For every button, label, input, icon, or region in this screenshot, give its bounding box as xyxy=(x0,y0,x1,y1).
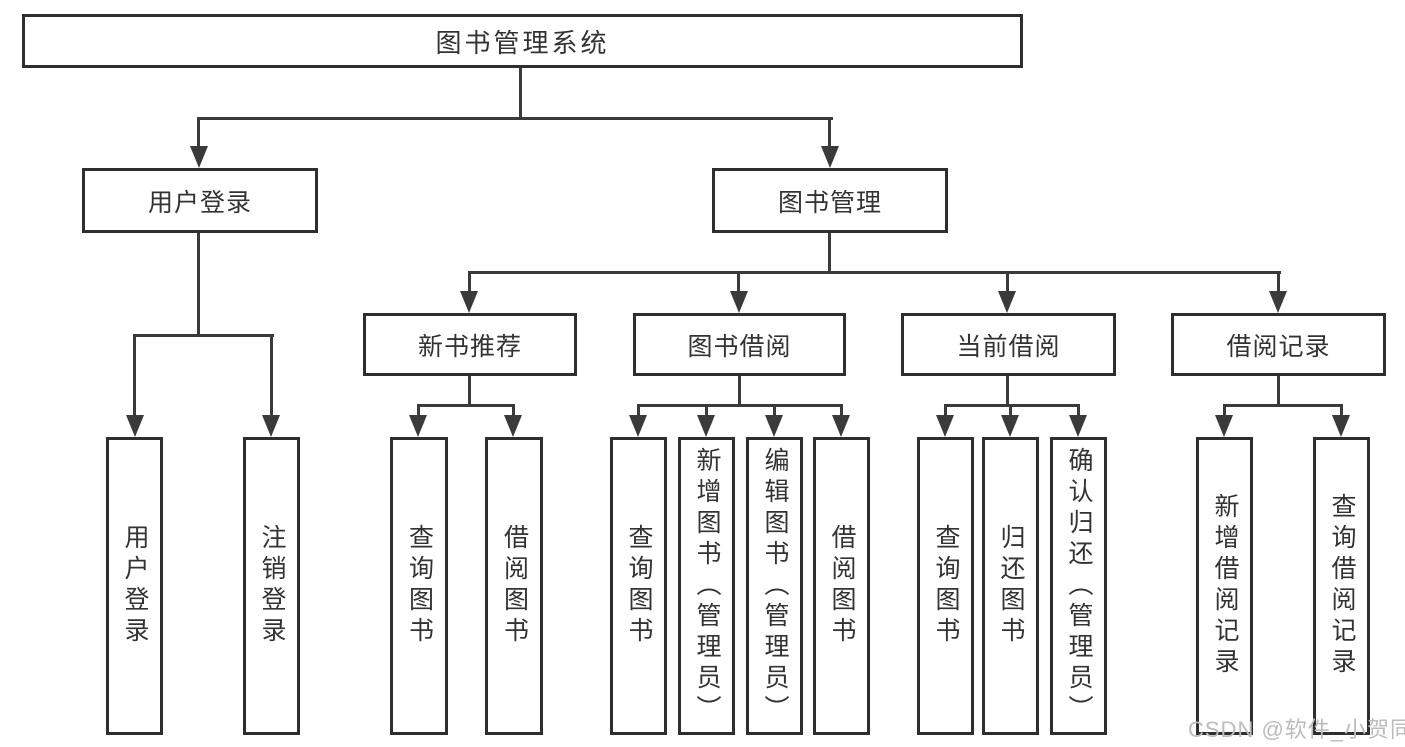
leaf-confirm-return-admin: 确认归还（管理员） xyxy=(1050,437,1107,735)
connector-line xyxy=(705,404,708,417)
leaf-logout: 注销登录 xyxy=(243,437,300,735)
arrow-down-icon xyxy=(697,415,715,437)
connector-line xyxy=(197,117,833,120)
connector-line xyxy=(1006,376,1009,407)
connector-line xyxy=(197,233,200,337)
leaf-add-borrow-record: 新增借阅记录 xyxy=(1196,437,1253,735)
csdn-watermark: CSDN @软件_小贺同学 xyxy=(1188,717,1405,742)
connector-line xyxy=(828,117,831,148)
arrow-down-icon xyxy=(126,415,144,437)
arrow-down-icon xyxy=(730,291,748,313)
arrow-down-icon xyxy=(629,415,647,437)
connector-line xyxy=(828,233,831,274)
node-user-login-branch: 用户登录 xyxy=(82,168,318,233)
arrow-down-icon xyxy=(936,415,954,437)
leaf-add-books-admin: 新增图书（管理员） xyxy=(678,437,735,735)
connector-line xyxy=(944,404,1080,407)
connector-line xyxy=(468,271,1281,274)
arrow-down-icon xyxy=(832,415,850,437)
node-book-management-branch: 图书管理 xyxy=(712,168,948,233)
connector-line xyxy=(468,376,471,407)
arrow-down-icon xyxy=(504,415,522,437)
node-borrow-records: 借阅记录 xyxy=(1171,313,1386,376)
connector-line xyxy=(197,117,200,148)
leaf-borrow-query-books: 查询图书 xyxy=(610,437,667,735)
connector-line xyxy=(270,334,273,417)
leaf-edit-books-admin: 编辑图书（管理员） xyxy=(746,437,803,735)
connector-line xyxy=(468,271,471,293)
leaf-return-books: 归还图书 xyxy=(982,437,1039,735)
leaf-user-login: 用户登录 xyxy=(106,437,163,735)
connector-line xyxy=(737,271,740,293)
connector-line xyxy=(417,404,515,407)
connector-line xyxy=(512,404,515,417)
connector-line xyxy=(519,68,522,120)
arrow-down-icon xyxy=(460,291,478,313)
node-new-book-recommend: 新书推荐 xyxy=(363,313,577,376)
arrow-down-icon xyxy=(1069,415,1087,437)
connector-line xyxy=(133,334,274,337)
connector-line xyxy=(1277,271,1280,293)
connector-line xyxy=(840,404,843,417)
arrow-down-icon xyxy=(821,146,839,168)
connector-line xyxy=(1006,271,1009,293)
leaf-recommend-query-books: 查询图书 xyxy=(390,437,448,735)
leaf-query-borrow-record: 查询借阅记录 xyxy=(1313,437,1370,735)
connector-line xyxy=(1077,404,1080,417)
leaf-recommend-borrow-books: 借阅图书 xyxy=(485,437,543,735)
arrow-down-icon xyxy=(1332,415,1350,437)
connector-line xyxy=(1340,404,1343,417)
node-root-system: 图书管理系统 xyxy=(22,14,1023,68)
connector-line xyxy=(637,404,843,407)
connector-line xyxy=(133,334,136,417)
node-current-borrow: 当前借阅 xyxy=(901,313,1116,376)
arrow-down-icon xyxy=(262,415,280,437)
connector-line xyxy=(944,404,947,417)
connector-line xyxy=(738,376,741,407)
connector-line xyxy=(773,404,776,417)
arrow-down-icon xyxy=(409,415,427,437)
connector-line xyxy=(1223,404,1226,417)
arrow-down-icon xyxy=(1269,291,1287,313)
connector-line xyxy=(1009,404,1012,417)
arrow-down-icon xyxy=(1215,415,1233,437)
arrow-down-icon xyxy=(1001,415,1019,437)
connector-line xyxy=(1277,376,1280,407)
connector-line xyxy=(417,404,420,417)
arrow-down-icon xyxy=(190,146,208,168)
arrow-down-icon xyxy=(998,291,1016,313)
leaf-borrow-books: 借阅图书 xyxy=(813,437,870,735)
connector-line xyxy=(637,404,640,417)
leaf-current-query-books: 查询图书 xyxy=(917,437,974,735)
connector-line xyxy=(1223,404,1343,407)
node-book-borrow: 图书借阅 xyxy=(633,313,846,376)
arrow-down-icon xyxy=(765,415,783,437)
